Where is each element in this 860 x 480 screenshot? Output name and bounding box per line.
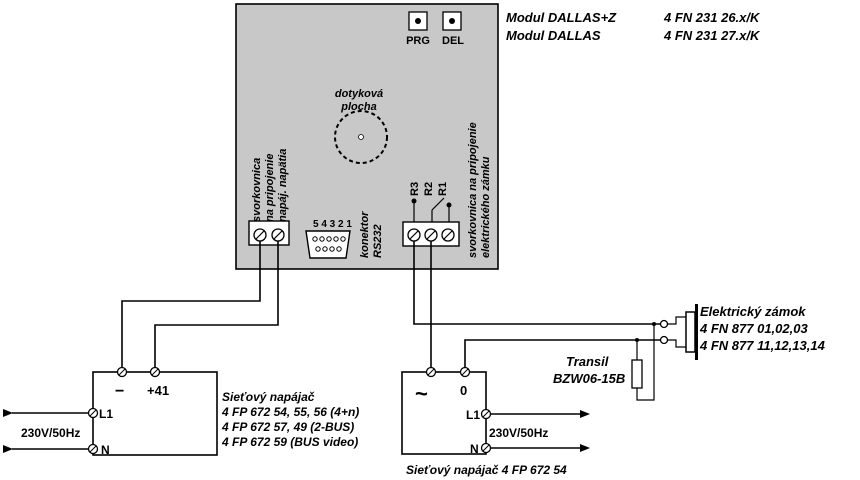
lock-coil bbox=[685, 311, 696, 353]
power-wires bbox=[121, 241, 279, 372]
relay-r3-label: R3 bbox=[409, 182, 421, 196]
del-button bbox=[442, 11, 462, 31]
supply-left-minus: − bbox=[115, 383, 124, 400]
touch-area-circle bbox=[334, 110, 388, 164]
supply-left-title: Sieťový napájač bbox=[222, 390, 315, 404]
prg-button bbox=[408, 11, 428, 31]
transil-diode bbox=[631, 322, 656, 401]
supply-right-n: N bbox=[470, 442, 479, 456]
rs232-pin-numbers: 5 4 3 2 1 bbox=[313, 219, 352, 230]
prg-label: PRG bbox=[406, 35, 430, 47]
power-terminal-label-3: napáj. napätia bbox=[277, 149, 289, 222]
supply-left-model-1: 4 FP 672 54, 55, 56 (4+n) bbox=[221, 405, 359, 419]
transil-part: BZW06-15B bbox=[553, 371, 625, 386]
lock-code-1: 4 FN 877 01,02,03 bbox=[699, 321, 808, 336]
supply-right-l1-arrow bbox=[580, 410, 590, 418]
model-name-dallas: Modul DALLAS bbox=[506, 28, 601, 43]
electric-lock bbox=[659, 304, 698, 360]
supply-left-model-3: 4 FP 672 59 (BUS video) bbox=[221, 435, 358, 449]
rs232-label-1: konektor bbox=[359, 211, 371, 258]
power-supply-left: − +41 L1 N 230V/50Hz bbox=[2, 366, 218, 457]
model-name-dallas-z: Modul DALLAS+Z bbox=[506, 10, 617, 25]
supply-right-caption: Sieťový napájač 4 FP 672 54 bbox=[406, 463, 567, 477]
relay-r1-label: R1 bbox=[437, 182, 449, 196]
prg-button-icon bbox=[415, 18, 421, 24]
model-code-dallas: 4 FN 231 27.x/K bbox=[663, 28, 761, 43]
transil-title: Transil bbox=[566, 354, 609, 369]
supply-right-l1: L1 bbox=[466, 408, 480, 422]
power-terminal-label-2: na pripojenie bbox=[264, 154, 276, 222]
del-button-icon bbox=[449, 18, 455, 24]
rs232-connector bbox=[305, 230, 351, 259]
relay-contact bbox=[411, 197, 452, 222]
lock-wires bbox=[413, 241, 660, 372]
touch-area-label-2: plocha bbox=[340, 101, 376, 113]
supply-left-plus: +41 bbox=[147, 383, 169, 398]
lock-mechanism bbox=[695, 304, 698, 360]
lock-terminal-label-1: svorkovnica na pripojenie bbox=[467, 122, 479, 258]
touch-area-label-1: dotyková bbox=[335, 88, 383, 100]
power-terminal-block bbox=[248, 220, 290, 246]
lock-code-2: 4 FN 877 11,12,13,14 bbox=[699, 338, 826, 353]
supply-right-zero: 0 bbox=[460, 383, 467, 398]
supply-right-mains: 230V/50Hz bbox=[489, 426, 548, 440]
del-label: DEL bbox=[442, 35, 464, 47]
header-models: Modul DALLAS+Z 4 FN 231 26.x/K Modul DAL… bbox=[506, 10, 761, 43]
lock-terminal-block bbox=[402, 221, 460, 247]
supply-left-model-2: 4 FP 672 57, 49 (2-BUS) bbox=[221, 420, 354, 434]
lock-terminal-label-2: elektrického zámku bbox=[480, 156, 492, 258]
power-supply-right: ~ 0 L1 N 230V/50Hz bbox=[401, 366, 590, 456]
supply-left-mains: 230V/50Hz bbox=[21, 426, 80, 440]
power-supply-left-body bbox=[92, 371, 218, 456]
supply-right-ac: ~ bbox=[415, 381, 428, 406]
relay-r2-label: R2 bbox=[423, 182, 435, 196]
rs232-label-2: RS232 bbox=[372, 224, 384, 258]
supply-right-n-arrow bbox=[580, 444, 590, 452]
dallas-module: PRG DEL dotyková plocha svorkovnica na p… bbox=[235, 3, 499, 270]
touch-area-center bbox=[358, 134, 364, 140]
supply-left-n: N bbox=[101, 443, 110, 457]
lock-title: Elektrický zámok bbox=[700, 304, 806, 319]
power-terminal-label-1: svorkovnica bbox=[251, 158, 263, 222]
supply-left-l1: L1 bbox=[99, 407, 113, 421]
model-code-dallas-z: 4 FN 231 26.x/K bbox=[663, 10, 761, 25]
power-supply-right-body bbox=[401, 371, 487, 455]
